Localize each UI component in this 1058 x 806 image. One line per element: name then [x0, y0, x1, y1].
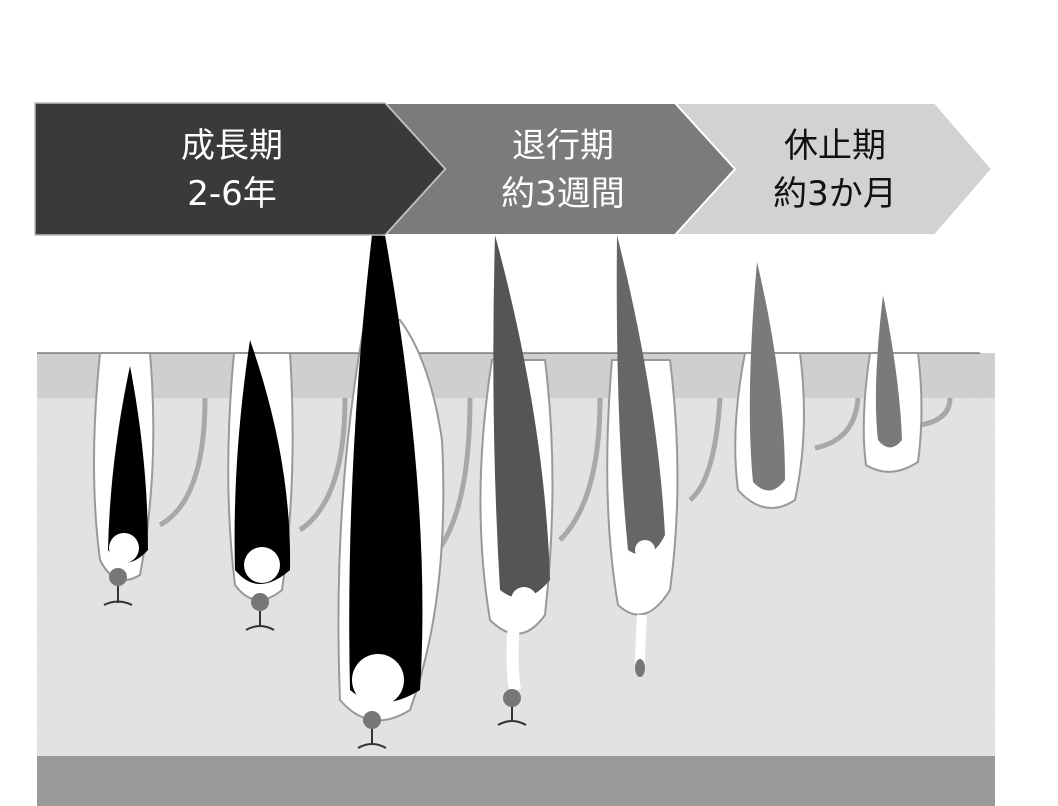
follicle-anagen-1 — [93, 352, 155, 606]
follicle-telogen-1 — [734, 262, 805, 509]
phase-name-telogen: 休止期 — [784, 126, 886, 166]
phase-duration-anagen: 2-6年 — [187, 174, 277, 214]
dermal-papilla — [503, 689, 521, 707]
follicle-catagen-2 — [606, 235, 679, 677]
follicle-anagen-2 — [227, 340, 294, 631]
subcutaneous-layer — [37, 756, 995, 806]
follicle-telogen-2 — [862, 295, 923, 473]
phase-duration-catagen: 約3週間 — [501, 174, 625, 214]
follicle-catagen-1 — [479, 235, 554, 726]
phase-duration-telogen: 約3か月 — [773, 174, 897, 214]
phase-name-anagen: 成長期 — [181, 126, 283, 166]
dermal-papilla — [251, 593, 269, 611]
phase-name-catagen: 退行期 — [512, 126, 614, 166]
dermal-papilla — [363, 711, 381, 729]
phase-arrow-anagen — [34, 102, 447, 236]
phase-banner: 成長期 2-6年 退行期 約3週間 休止期 約3か月 — [34, 102, 994, 236]
dermal-papilla — [109, 568, 127, 586]
follicle-anagen-3 — [337, 235, 445, 749]
